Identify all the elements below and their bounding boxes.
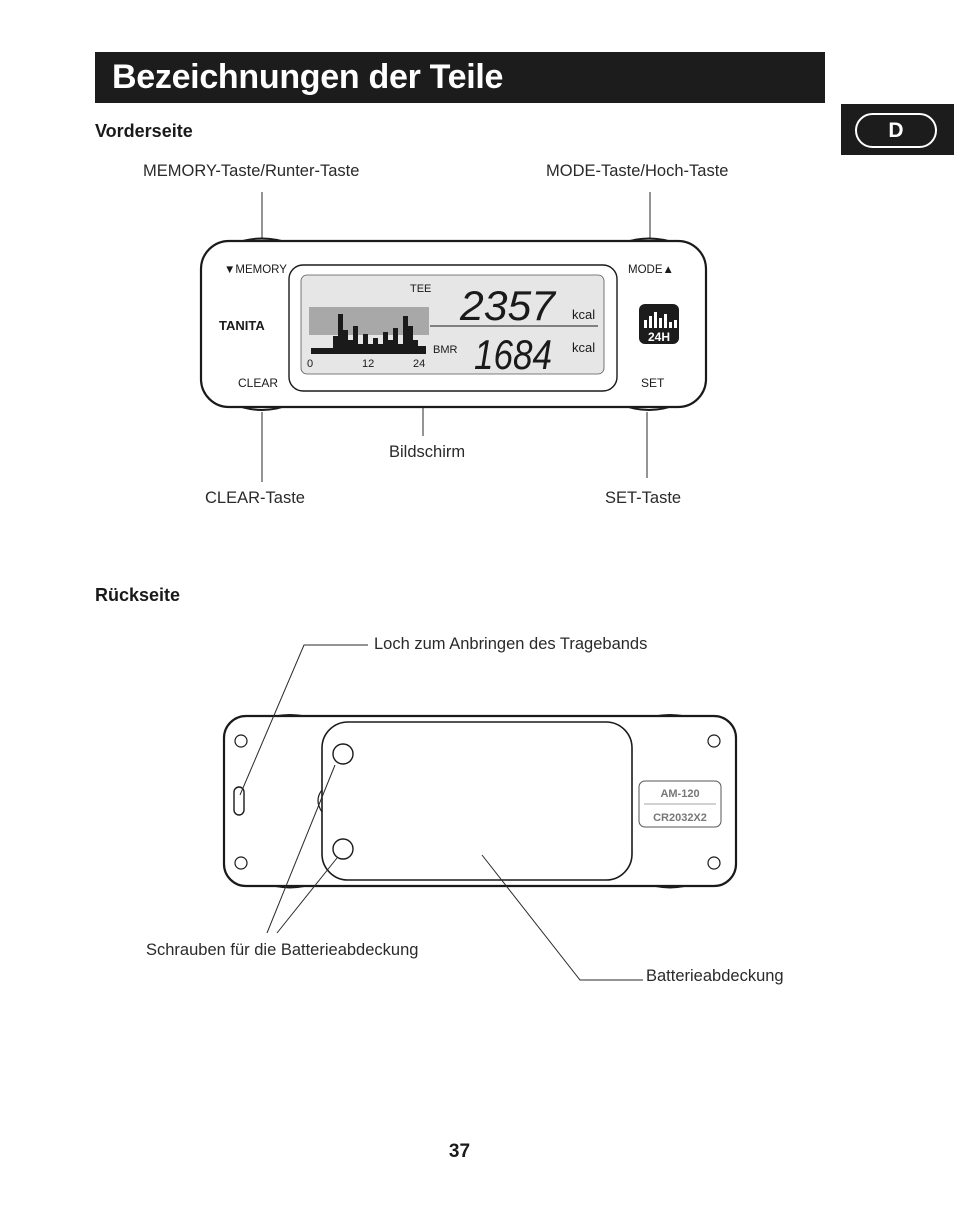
front-device-figure: ▼MEMORY MODE▲ TANITA CLEAR SET TEE BMR 2…	[199, 192, 708, 482]
corner-hole-icon	[234, 856, 248, 870]
battery-type: CR2032X2	[653, 812, 707, 824]
strap-hole-icon	[233, 786, 245, 816]
label-mode-key: MODE-Taste/Hoch-Taste	[546, 162, 729, 180]
label-screws: Schrauben für die Batterieabdeckung	[146, 941, 419, 959]
back-edge-bump	[261, 881, 319, 889]
corner-hole-icon	[707, 856, 721, 870]
clear-button-label[interactable]: CLEAR	[238, 376, 278, 390]
lcd-unit-bottom: kcal	[572, 340, 595, 355]
lcd-tee-value: 2357	[459, 282, 557, 329]
back-leader-lines	[239, 644, 643, 981]
lcd-graph-bars	[311, 314, 426, 354]
corner-hole-icon	[707, 734, 721, 748]
page-number: 37	[448, 1141, 471, 1162]
back-edge-bump	[261, 714, 319, 721]
mode-button-label[interactable]: MODE▲	[628, 264, 674, 276]
language-tab: D	[841, 104, 954, 155]
lcd-bmr-value: 1684	[474, 331, 552, 378]
lcd-axis-24: 24	[413, 358, 425, 370]
memory-button-label[interactable]: ▼MEMORY	[224, 264, 287, 276]
lcd-axis-12: 12	[362, 358, 374, 370]
label-strap-hole: Loch zum Anbringen des Tragebands	[374, 635, 648, 653]
set-button-label[interactable]: SET	[641, 376, 665, 390]
label-battery-cover: Batterieabdeckung	[646, 967, 784, 985]
brand-logo: TANITA	[219, 318, 265, 333]
model-number: AM-120	[660, 788, 699, 800]
lcd-bmr-label: BMR	[433, 344, 458, 356]
back-device-body	[222, 714, 738, 888]
model-label-box	[638, 780, 722, 828]
back-edge-bump	[641, 714, 699, 721]
corner-hole-icon	[234, 734, 248, 748]
24h-badge-icon: 24H	[639, 304, 679, 344]
24h-badge-label: 24H	[648, 330, 670, 344]
language-badge: D	[855, 113, 937, 148]
label-clear-key: CLEAR-Taste	[205, 489, 305, 507]
label-set-key: SET-Taste	[605, 489, 682, 507]
front-heading: Vorderseite	[95, 121, 193, 141]
screw-icon	[332, 838, 354, 860]
label-display: Bildschirm	[389, 443, 466, 461]
back-edge-bump	[641, 881, 699, 889]
lcd-tee-label: TEE	[410, 283, 431, 295]
page-title: Bezeichnungen der Teile	[112, 58, 504, 96]
lcd-axis-0: 0	[307, 358, 313, 370]
battery-cover	[321, 721, 633, 881]
title-bar: Bezeichnungen der Teile	[95, 52, 825, 103]
back-heading: Rückseite	[95, 585, 181, 605]
lcd-unit-top: kcal	[572, 307, 595, 322]
label-memory-key: MEMORY-Taste/Runter-Taste	[143, 162, 360, 180]
screw-icon	[332, 743, 354, 765]
cover-notch	[317, 789, 323, 813]
